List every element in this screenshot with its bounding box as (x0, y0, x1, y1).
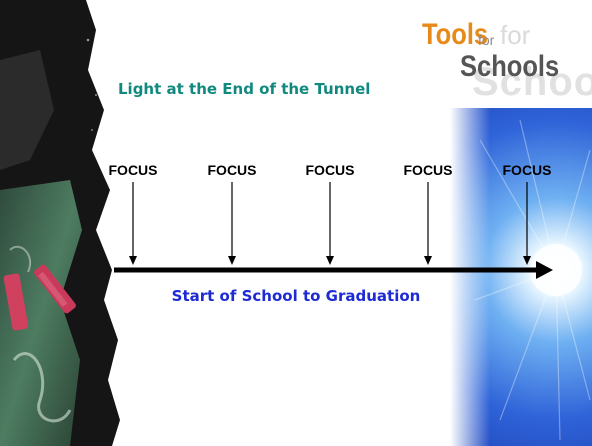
timeline (114, 261, 553, 279)
focus-arrows (129, 182, 531, 265)
chalkboard-strip (0, 0, 120, 446)
focus-label-2: FOCUS (207, 162, 257, 178)
logo-ghost-for: for (500, 20, 531, 50)
slide-title: Light at the End of the Tunnel (118, 80, 371, 98)
focus-arrowhead-4 (424, 256, 432, 265)
chalk-sticks (3, 264, 76, 331)
tools-for-schools-logo: for Schools Tools for Schools (414, 14, 592, 106)
blue-light-panel (450, 108, 592, 446)
timeline-caption: Start of School to Graduation (171, 287, 421, 305)
logo-ghost-schools: Schools (472, 60, 592, 104)
focus-label-5: FOCUS (502, 162, 552, 178)
logo-for-text: for (478, 32, 495, 48)
focus-label-3: FOCUS (305, 162, 355, 178)
focus-arrowhead-5 (523, 256, 531, 265)
logo-schools-text: Schools (460, 50, 560, 83)
focus-label-4: FOCUS (403, 162, 453, 178)
logo-tools-text: Tools (422, 18, 489, 51)
focus-arrowhead-2 (228, 256, 236, 265)
focus-arrowhead-3 (326, 256, 334, 265)
focus-label-1: FOCUS (108, 162, 158, 178)
focus-arrowhead-1 (129, 256, 137, 265)
